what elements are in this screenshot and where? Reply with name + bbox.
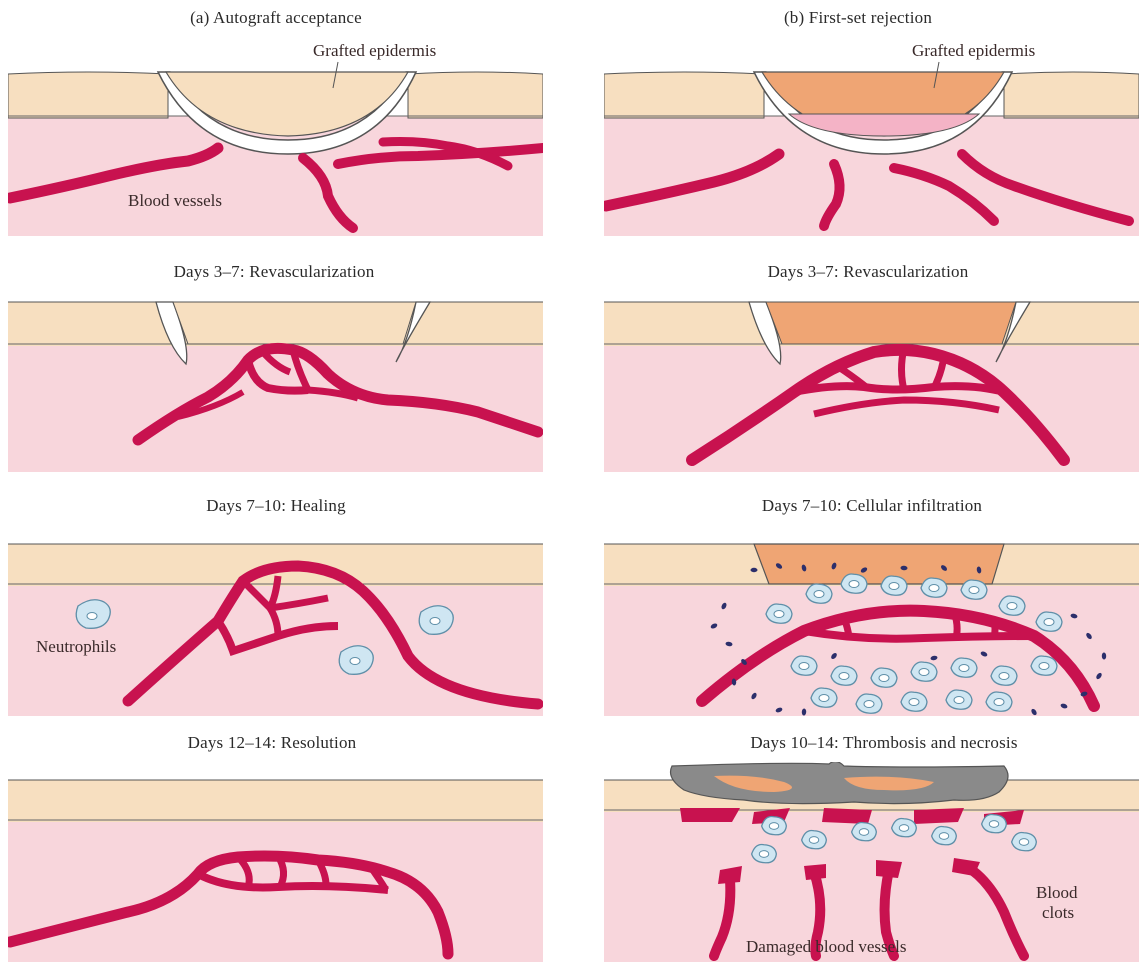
label-grafted-epidermis-right: Grafted epidermis — [912, 41, 1035, 60]
stage-title-thrombosis-necrosis: Days 10–14: Thrombosis and necrosis — [750, 733, 1017, 753]
column-title-first-set-rejection: (b) First-set rejection — [784, 8, 932, 28]
stage-title-cellular-infiltration: Days 7–10: Cellular infiltration — [762, 496, 982, 516]
label-grafted-epidermis-left: Grafted epidermis — [313, 41, 436, 60]
panel-rejection-thrombosis-necrosis: Blood clots Damaged blood vessels — [604, 762, 1139, 962]
panel-rejection-day0: Grafted epidermis — [604, 36, 1139, 236]
label-blood-clots-line2: clots — [1042, 903, 1074, 922]
panel-autograft-revascularization — [8, 292, 543, 472]
panel-autograft-healing: Neutrophils — [8, 526, 543, 716]
panel-autograft-day0: Grafted epidermis Blood vessels — [8, 36, 543, 236]
panel-autograft-resolution — [8, 762, 543, 962]
stage-title-healing: Days 7–10: Healing — [206, 496, 346, 516]
stage-title-revascularization-left: Days 3–7: Revascularization — [174, 262, 375, 282]
stage-title-revascularization-right: Days 3–7: Revascularization — [768, 262, 969, 282]
column-title-autograft: (a) Autograft acceptance — [190, 8, 362, 28]
label-blood-clots-line1: Blood — [1036, 883, 1078, 902]
panel-rejection-cellular-infiltration — [604, 526, 1139, 716]
label-neutrophils: Neutrophils — [36, 637, 116, 656]
label-blood-vessels: Blood vessels — [128, 191, 222, 210]
panel-rejection-revascularization — [604, 292, 1139, 472]
label-damaged-blood-vessels: Damaged blood vessels — [746, 937, 907, 956]
stage-title-resolution: Days 12–14: Resolution — [188, 733, 357, 753]
